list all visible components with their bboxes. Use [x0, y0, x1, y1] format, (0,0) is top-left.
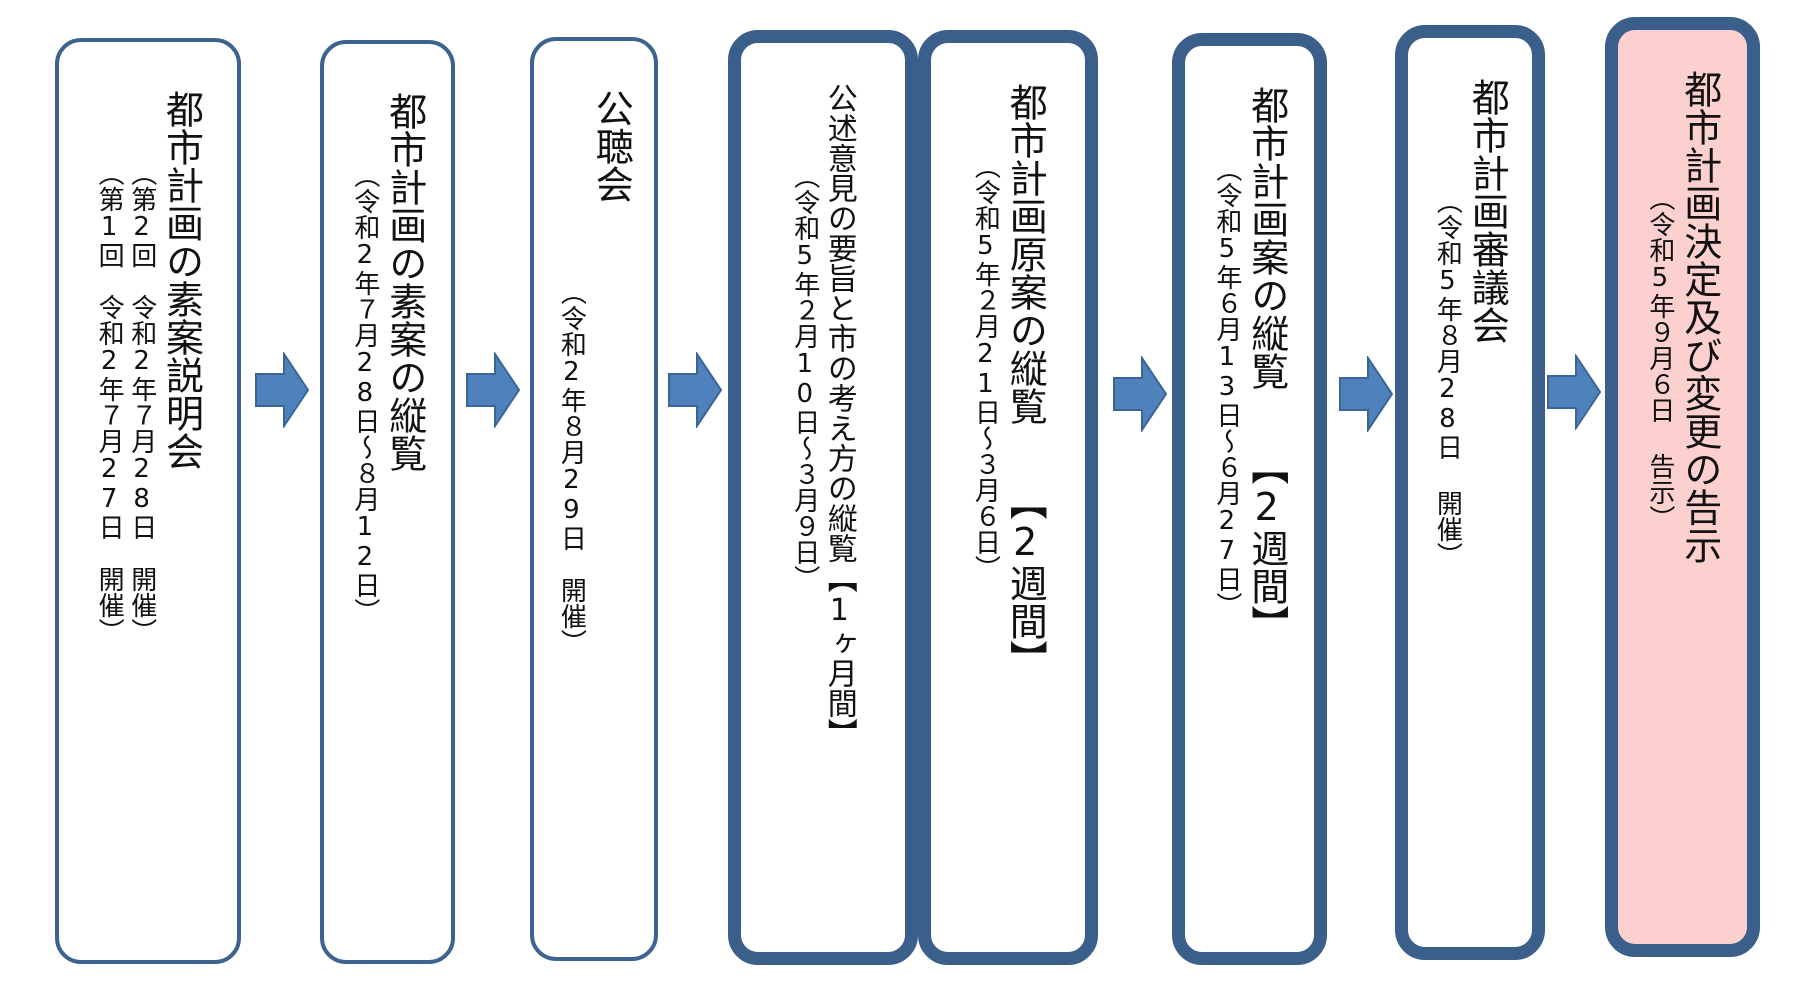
step-box-2: 都市計画の素案の縦覧 （令和2年７月28日～８月12日） — [320, 40, 455, 964]
step-title: 都市計画決定及び変更の告示 — [1677, 70, 1722, 564]
arrow-right-icon — [668, 352, 723, 428]
step-date: （令和2年７月28日～８月12日） — [349, 162, 380, 624]
step-date: （令和5年８月28日 開催） — [1432, 188, 1463, 568]
step-title: 都市計画審議会 — [1465, 78, 1510, 344]
step-title: 都市計画案の縦覧 【2週間】 — [1244, 86, 1289, 643]
arrow-right-icon — [466, 352, 521, 428]
step-box-5: 都市計画原案の縦覧 【2週間】 （令和5年２月21日～３月６日） — [918, 30, 1098, 965]
step-title: 公聴会 — [589, 89, 634, 203]
step-date: （第2回 令和2年７月28日 開催） — [126, 160, 157, 644]
step-date: （令和5年２月21日～３月６日） — [970, 153, 1001, 581]
step-date: （令和5年６月13日～６月27日） — [1211, 156, 1242, 618]
step-date: （令和5年９月６日 告示） — [1644, 185, 1675, 531]
arrow-right-icon — [255, 352, 310, 428]
step-date: （令和2年８月29日 開催） — [556, 279, 587, 655]
step-title: 都市計画の素案の縦覧 — [382, 92, 427, 472]
step-date: （第1回 令和2年７月27日 開催） — [94, 160, 125, 644]
step-box-6: 都市計画案の縦覧 【2週間】 （令和5年６月13日～６月27日） — [1172, 33, 1327, 965]
step-date: （令和5年２月10日～３月９日） — [789, 163, 820, 591]
arrow-right-icon — [1113, 356, 1168, 432]
step-title: 公述意見の要旨と市の考え方の縦覧【1ヶ月間】 — [821, 83, 857, 748]
step-title: 都市計画の素案説明会 — [159, 90, 204, 470]
arrow-right-icon — [1547, 354, 1602, 430]
step-box-8-final: 都市計画決定及び変更の告示 （令和5年９月６日 告示） — [1605, 17, 1760, 957]
step-box-7: 都市計画審議会 （令和5年８月28日 開催） — [1395, 25, 1545, 960]
step-box-3: 公聴会 （令和2年８月29日 開催） — [530, 37, 658, 961]
arrow-right-icon — [1339, 356, 1394, 432]
step-box-4: 公述意見の要旨と市の考え方の縦覧【1ヶ月間】 （令和5年２月10日～３月９日） — [728, 30, 918, 965]
step-title: 都市計画原案の縦覧 【2週間】 — [1003, 83, 1048, 678]
step-box-1: 都市計画の素案説明会 （第2回 令和2年７月28日 開催） （第1回 令和2年７… — [55, 38, 241, 964]
